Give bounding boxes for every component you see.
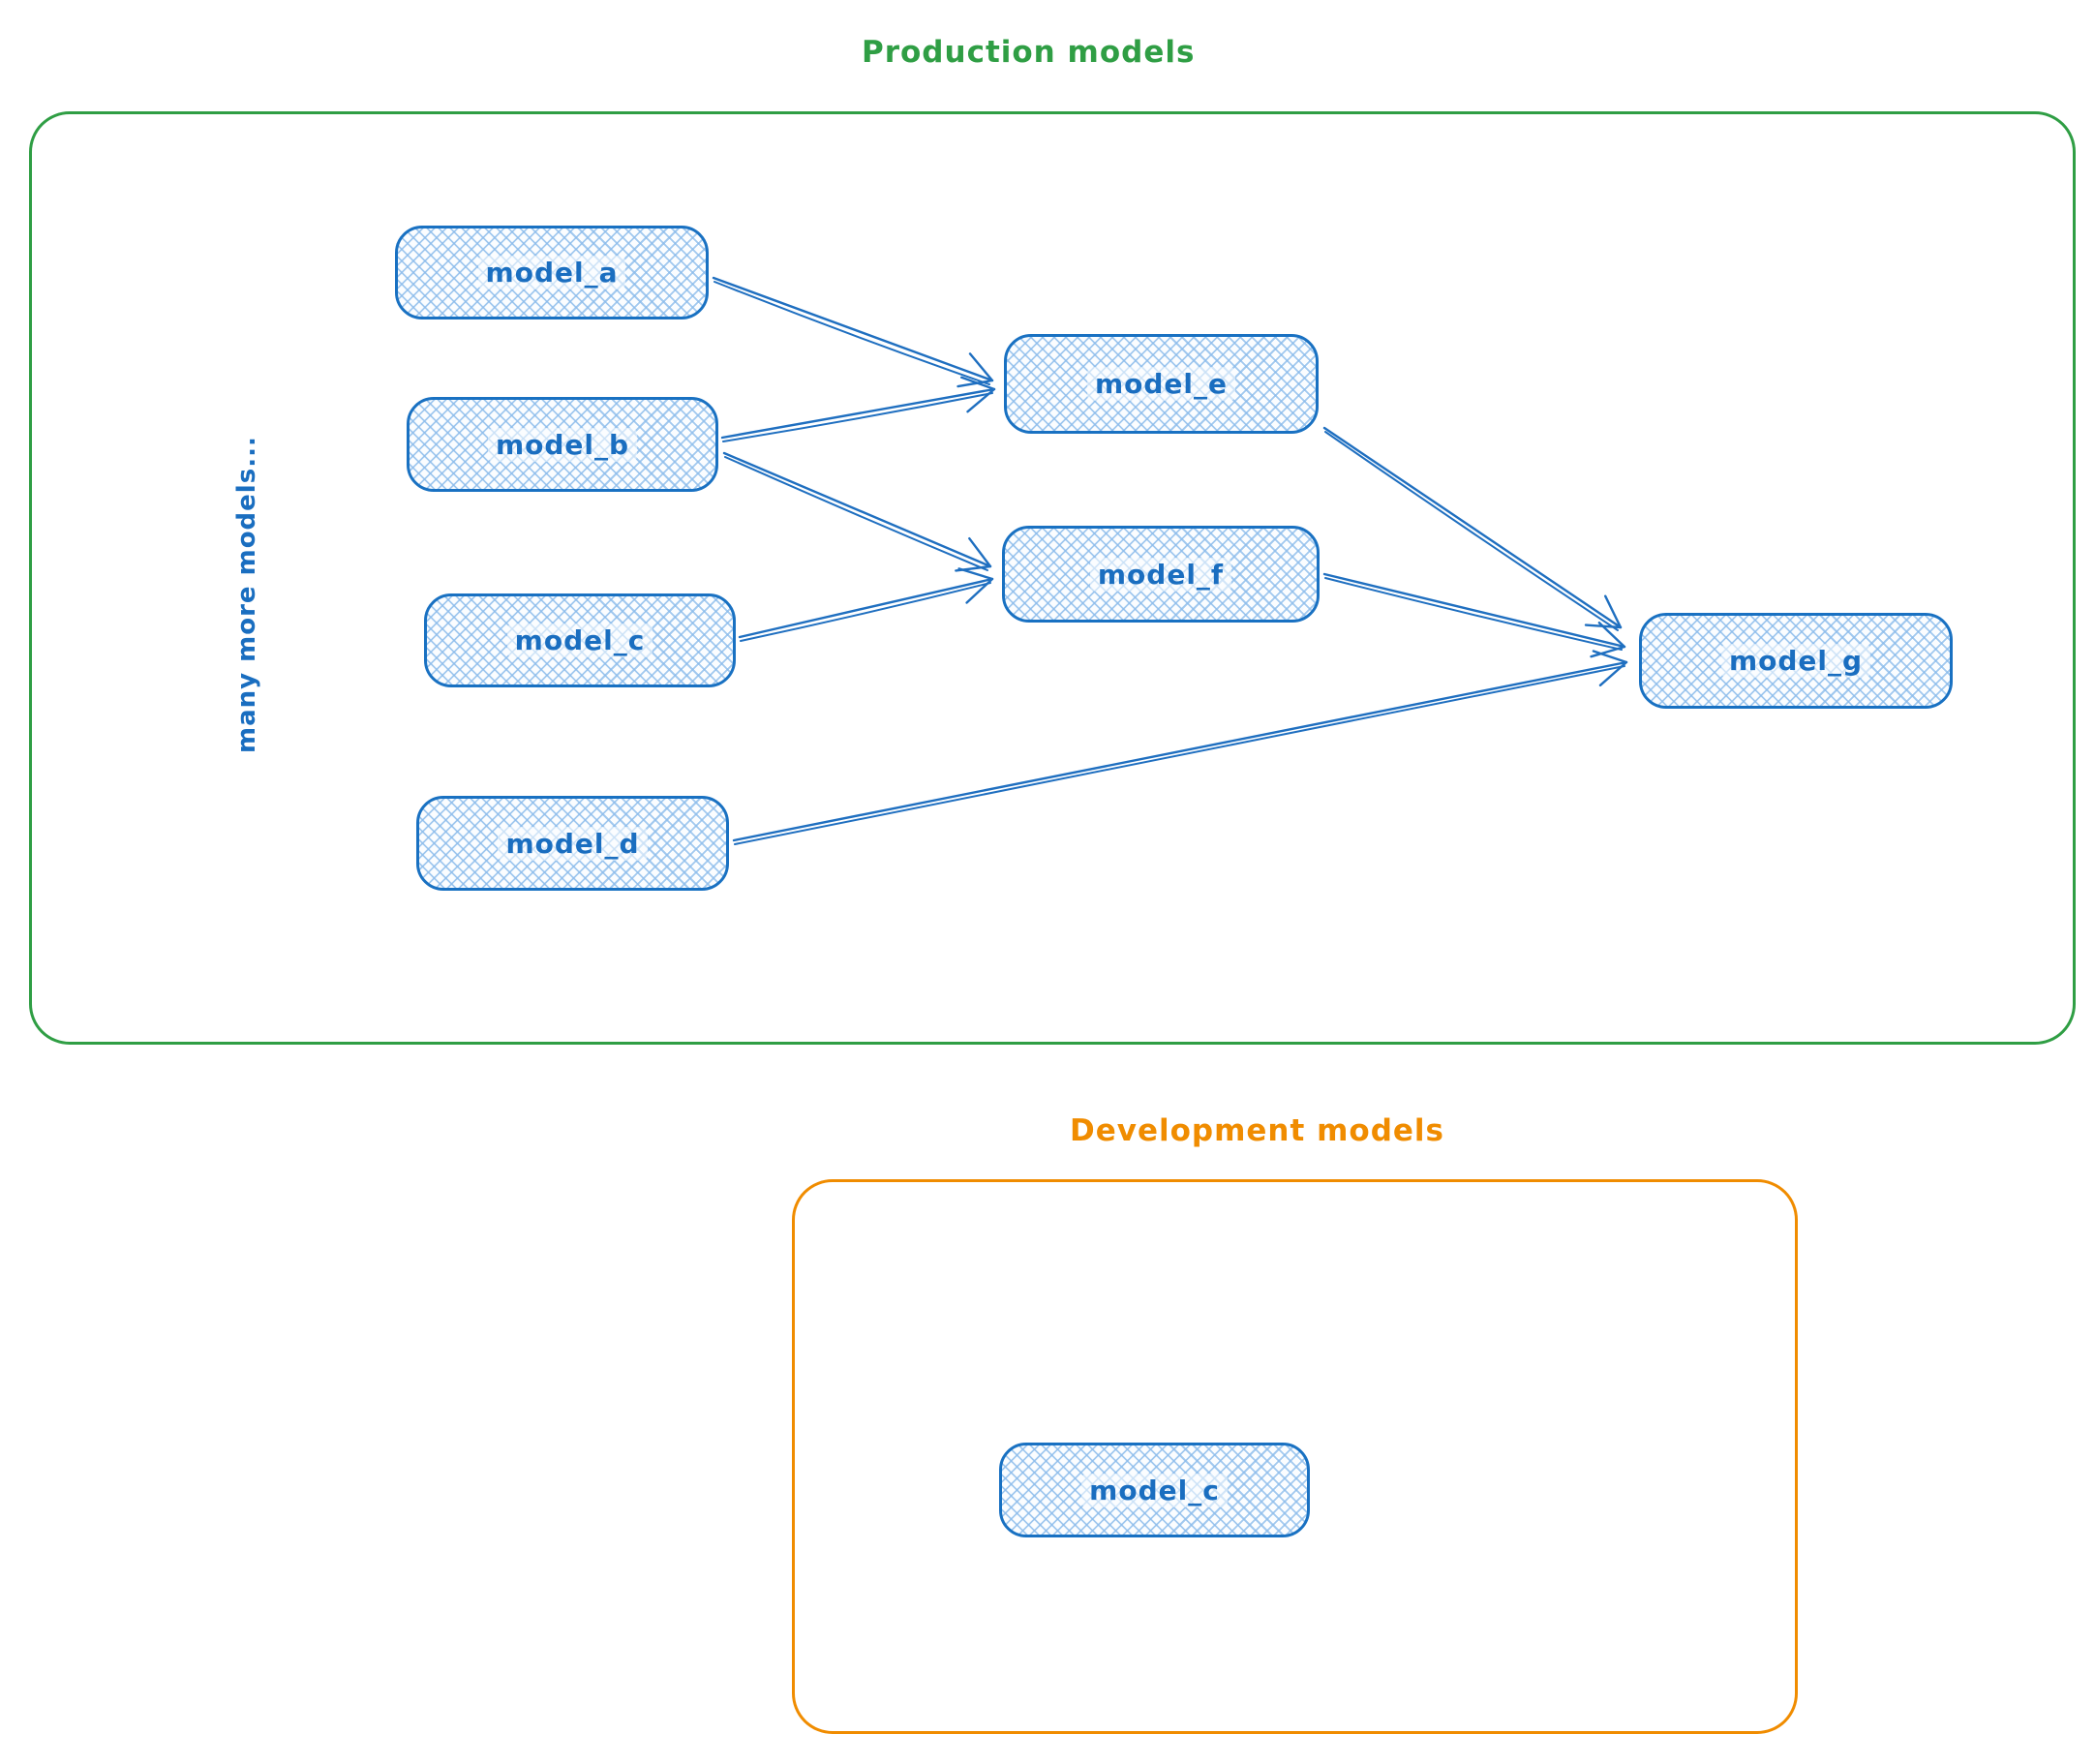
development-title: Development models <box>1070 1113 1445 1148</box>
node-model-a-label: model_a <box>477 256 626 289</box>
node-model-d: model_d <box>416 796 729 891</box>
node-model-c-dev-label: model_c <box>1081 1473 1228 1507</box>
node-model-f-label: model_f <box>1089 557 1232 592</box>
node-model-g: model_g <box>1639 613 1953 709</box>
node-model-b: model_b <box>407 397 718 492</box>
node-model-e-label: model_e <box>1086 367 1236 401</box>
development-frame <box>792 1179 1798 1734</box>
node-model-e: model_e <box>1004 334 1319 434</box>
node-model-a: model_a <box>395 226 709 319</box>
many-more-models-label: many more models... <box>232 436 261 753</box>
node-model-f: model_f <box>1002 526 1320 623</box>
node-model-c-label: model_c <box>506 623 653 657</box>
node-model-c-dev: model_c <box>999 1443 1310 1537</box>
production-frame <box>29 111 2076 1045</box>
production-title: Production models <box>862 35 1196 70</box>
node-model-c: model_c <box>424 593 736 687</box>
node-model-d-label: model_d <box>498 826 648 861</box>
node-model-g-label: model_g <box>1720 644 1871 678</box>
node-model-b-label: model_b <box>487 427 638 462</box>
